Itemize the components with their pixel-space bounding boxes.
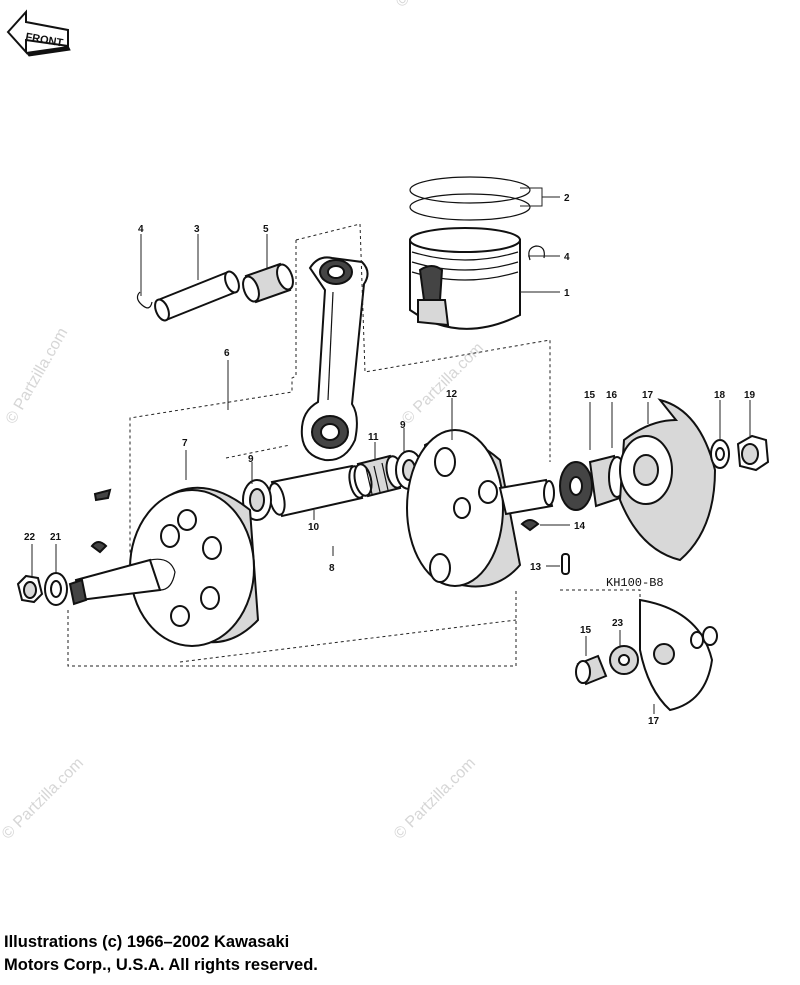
copyright-line-2: Motors Corp., U.S.A. All rights reserved…	[4, 956, 318, 974]
callout-23: 23	[612, 618, 624, 629]
callout-4-right: 4	[564, 252, 570, 263]
inset-disc-valve	[639, 598, 714, 712]
callout-15: 15	[584, 390, 596, 401]
callout-22: 22	[24, 532, 36, 543]
left-crankshaft	[68, 558, 176, 606]
callout-4-left: 4	[138, 224, 144, 235]
woodruff-key-right	[520, 519, 540, 532]
piston-rings	[409, 176, 531, 221]
callout-2: 2	[564, 193, 570, 204]
callout-6: 6	[224, 348, 230, 359]
callout-10: 10	[308, 522, 320, 533]
callouts: 1 2 3 4 4 5 6 7 8 9 9 10 11 12 13 14 15 …	[24, 193, 756, 727]
circlip-right	[528, 245, 545, 261]
right-crank-flywheel	[406, 429, 522, 588]
callout-14: 14	[574, 521, 586, 532]
right-nut	[736, 434, 770, 472]
callout-1: 1	[564, 288, 570, 299]
inset-variant	[575, 598, 718, 712]
copyright-line-1: Illustrations (c) 1966–2002 Kawasaki	[4, 933, 290, 951]
connecting-rod	[300, 256, 369, 462]
callout-16: 16	[606, 390, 618, 401]
callout-19: 19	[744, 390, 756, 401]
inset-washer	[690, 631, 704, 649]
model-code-label: KH100-B8	[606, 576, 664, 590]
woodruff-key	[90, 541, 108, 554]
watermark: © Partzilla.com	[3, 325, 72, 427]
inset-nut	[702, 626, 718, 646]
callout-7: 7	[182, 438, 188, 449]
watermark: © Partzilla.com	[393, 0, 481, 11]
callout-17-inset: 17	[648, 716, 660, 727]
callout-12: 12	[446, 389, 458, 400]
crank-pin	[268, 464, 366, 518]
big-end-bearing	[353, 454, 405, 498]
piston-pin	[154, 270, 240, 322]
callout-21: 21	[50, 532, 62, 543]
callout-18: 18	[714, 390, 726, 401]
piston	[409, 227, 521, 330]
callout-13: 13	[530, 562, 542, 573]
callout-9-right: 9	[400, 420, 406, 431]
inset-collar	[575, 654, 608, 686]
pump-drive-gear	[559, 461, 593, 511]
left-crank-flywheel	[129, 486, 260, 647]
small-end-bearing	[242, 262, 294, 304]
assembly-guides	[67, 223, 641, 667]
callout-5: 5	[263, 224, 269, 235]
right-crankshaft	[498, 478, 555, 516]
callout-15-inset: 15	[580, 625, 592, 636]
front-arrow-icon: FRONT	[6, 9, 71, 57]
circlip-left	[136, 291, 153, 309]
key-small	[93, 488, 112, 502]
watermark: © Partzilla.com	[0, 755, 87, 843]
rotary-disc-valve	[618, 398, 717, 562]
dowel-pin	[561, 553, 570, 575]
left-nut	[16, 574, 44, 604]
inset-gear	[609, 645, 639, 675]
watermark: © Partzilla.com	[391, 755, 479, 843]
callout-8: 8	[329, 563, 335, 574]
callout-11: 11	[368, 432, 379, 443]
copyright-notice: Illustrations (c) 1966–2002 Kawasaki Mot…	[4, 931, 524, 977]
callout-17: 17	[642, 390, 654, 401]
callout-9-left: 9	[248, 454, 254, 465]
watermarks: © Partzilla.com © Partzilla.com © Partzi…	[0, 0, 487, 843]
leader-lines	[31, 187, 751, 714]
callout-3: 3	[194, 224, 200, 235]
